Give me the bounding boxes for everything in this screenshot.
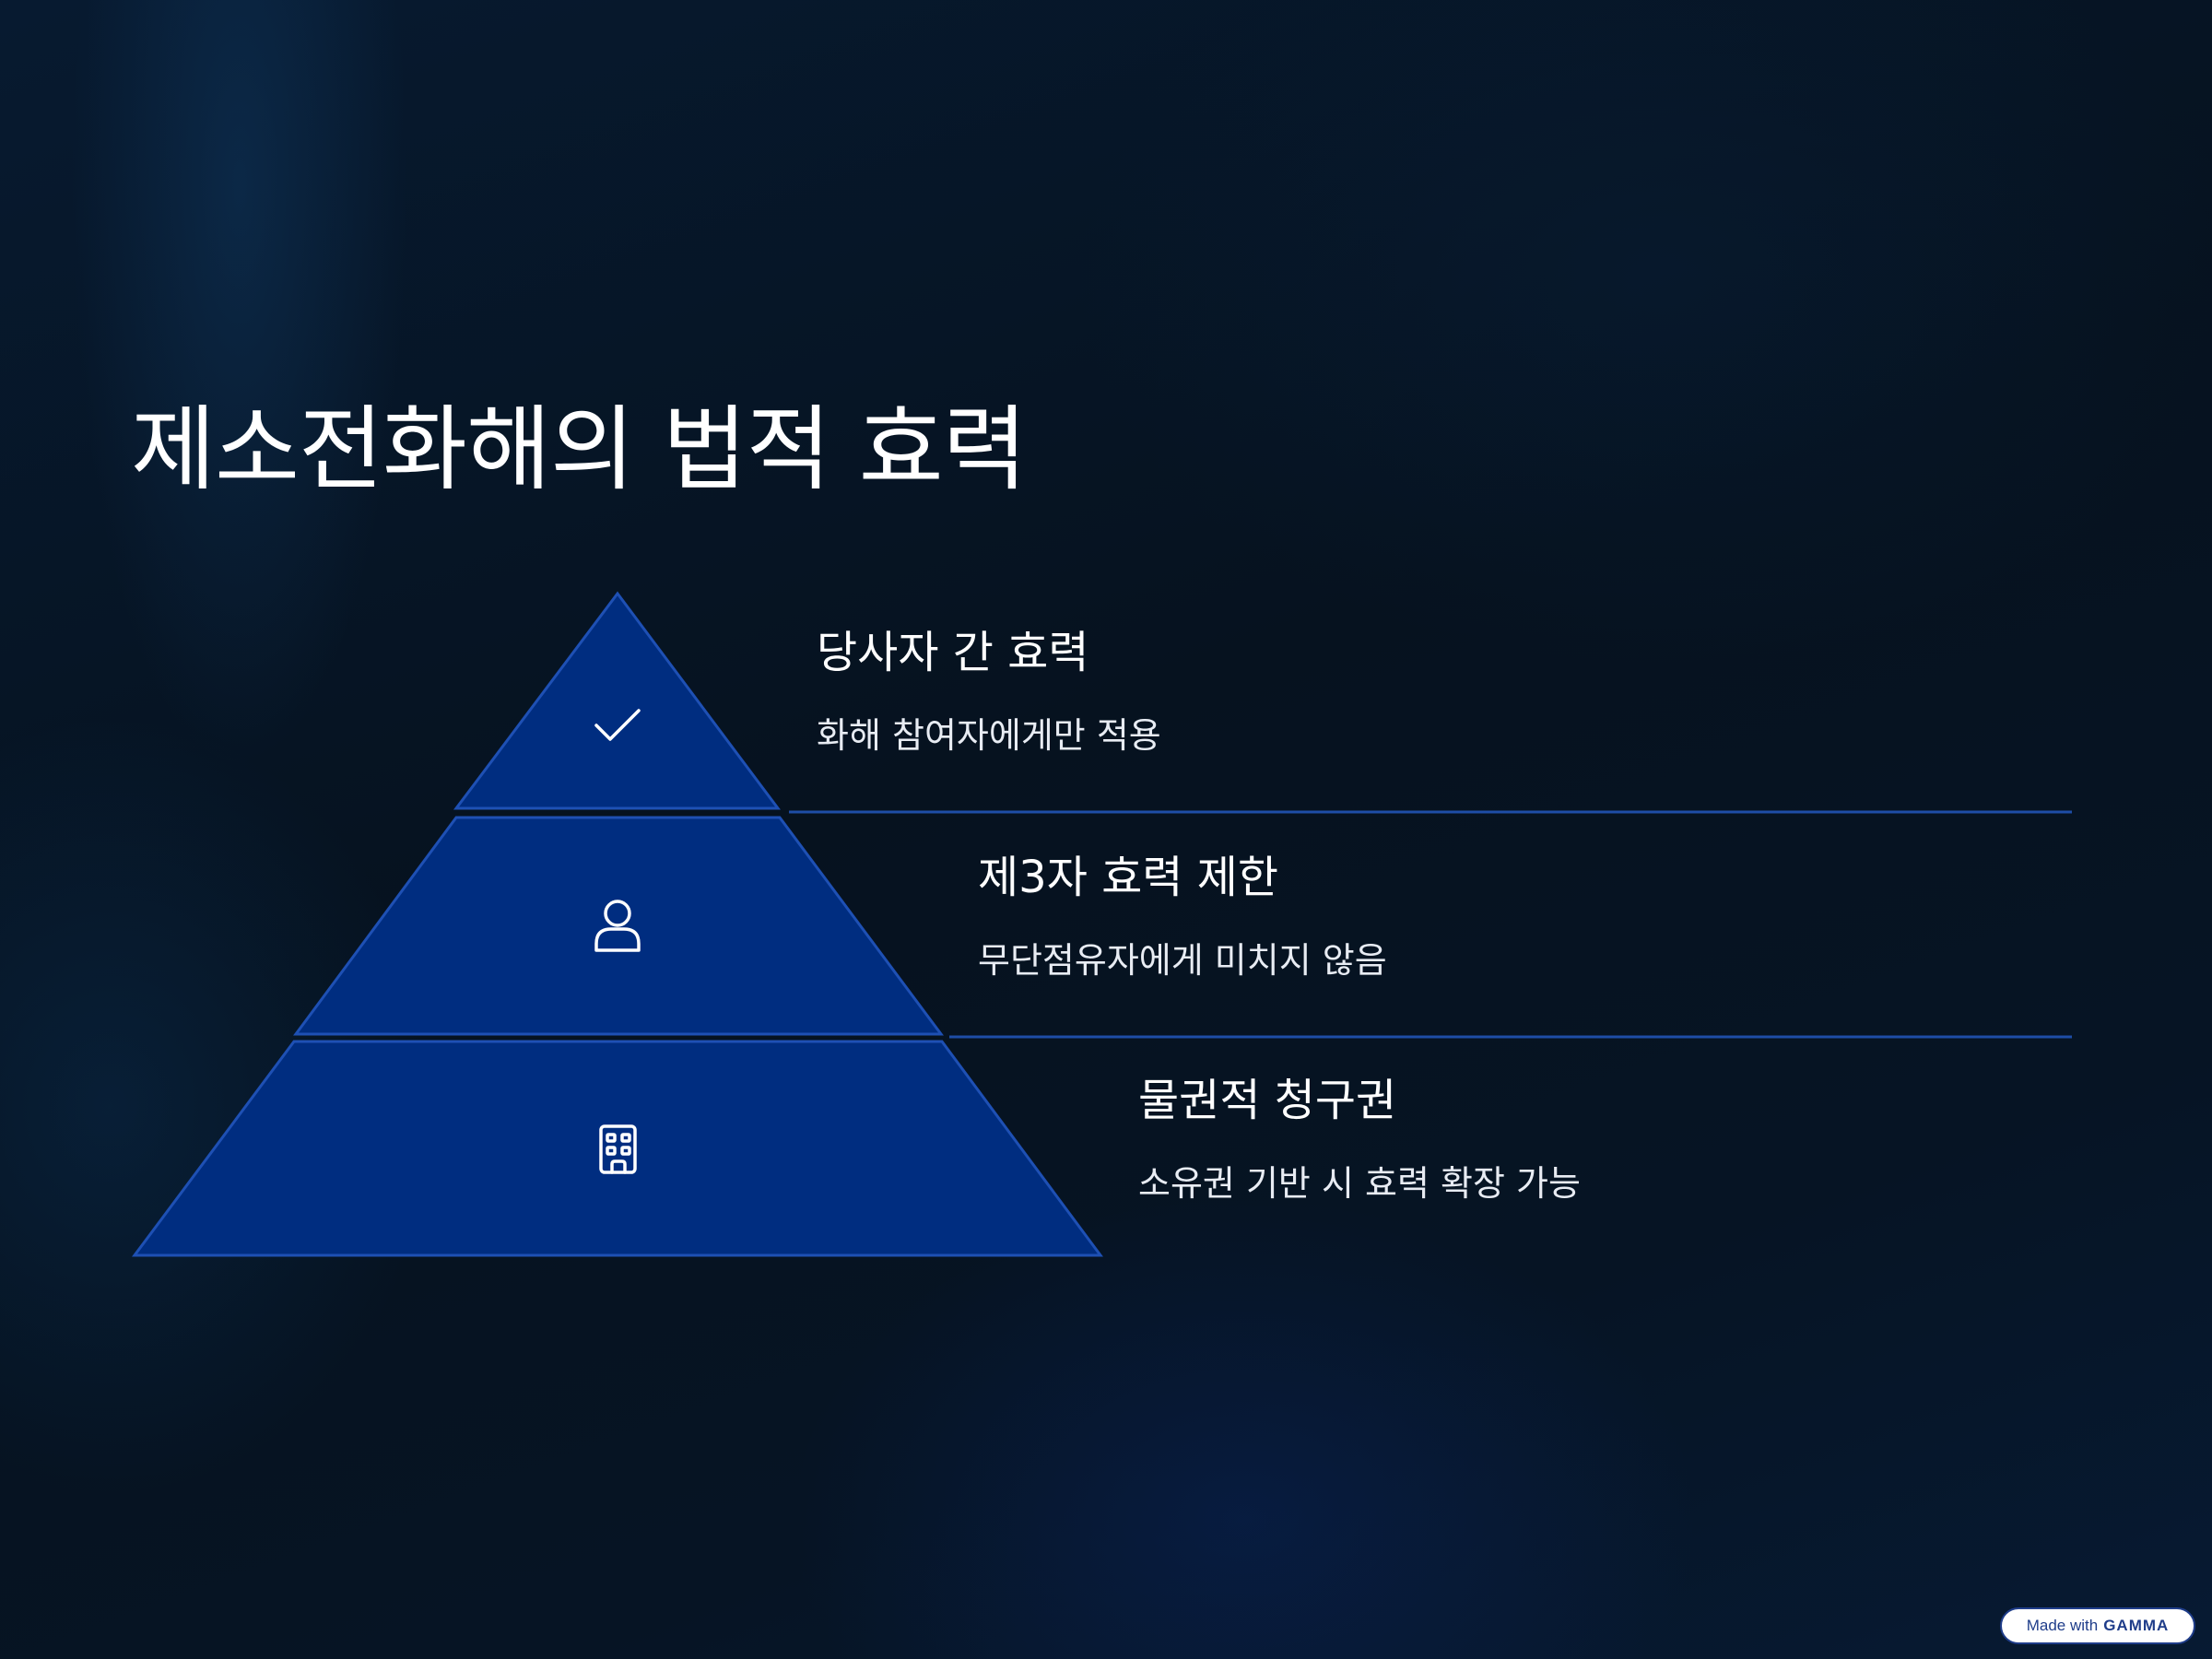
- user-icon: [594, 900, 641, 952]
- level-2-text: 제3자 효력 제한 무단점유자에게 미치지 않음: [978, 852, 1387, 982]
- level-3-heading: 물권적 청구권: [1138, 1075, 1397, 1126]
- level-2-heading: 제3자 효력 제한: [978, 852, 1279, 903]
- pyramid-tier-1: [453, 591, 781, 810]
- level-2-description: 무단점유자에게 미치지 않음: [978, 939, 1387, 981]
- slide-title: 제소전화해의 법적 효력: [131, 395, 1028, 503]
- level-1-heading: 당사자 간 효력: [817, 627, 1089, 678]
- badge-prefix: Made with: [2026, 1617, 2099, 1634]
- building-icon: [599, 1124, 637, 1174]
- level-1-description: 화해 참여자에게만 적용: [817, 714, 1161, 756]
- level-3-description: 소유권 기반 시 효력 확장 가능: [1138, 1162, 1581, 1204]
- level-3-text: 물권적 청구권 소유권 기반 시 효력 확장 가능: [1138, 1075, 1581, 1205]
- level-1-text: 당사자 간 효력 화해 참여자에게만 적용: [817, 627, 1161, 757]
- gamma-logo: GAMMA: [2103, 1617, 2170, 1634]
- pyramid-tier-3: [132, 1040, 1103, 1257]
- check-icon: [594, 709, 641, 741]
- made-with-gamma-badge[interactable]: Made with GAMMA: [2000, 1607, 2195, 1644]
